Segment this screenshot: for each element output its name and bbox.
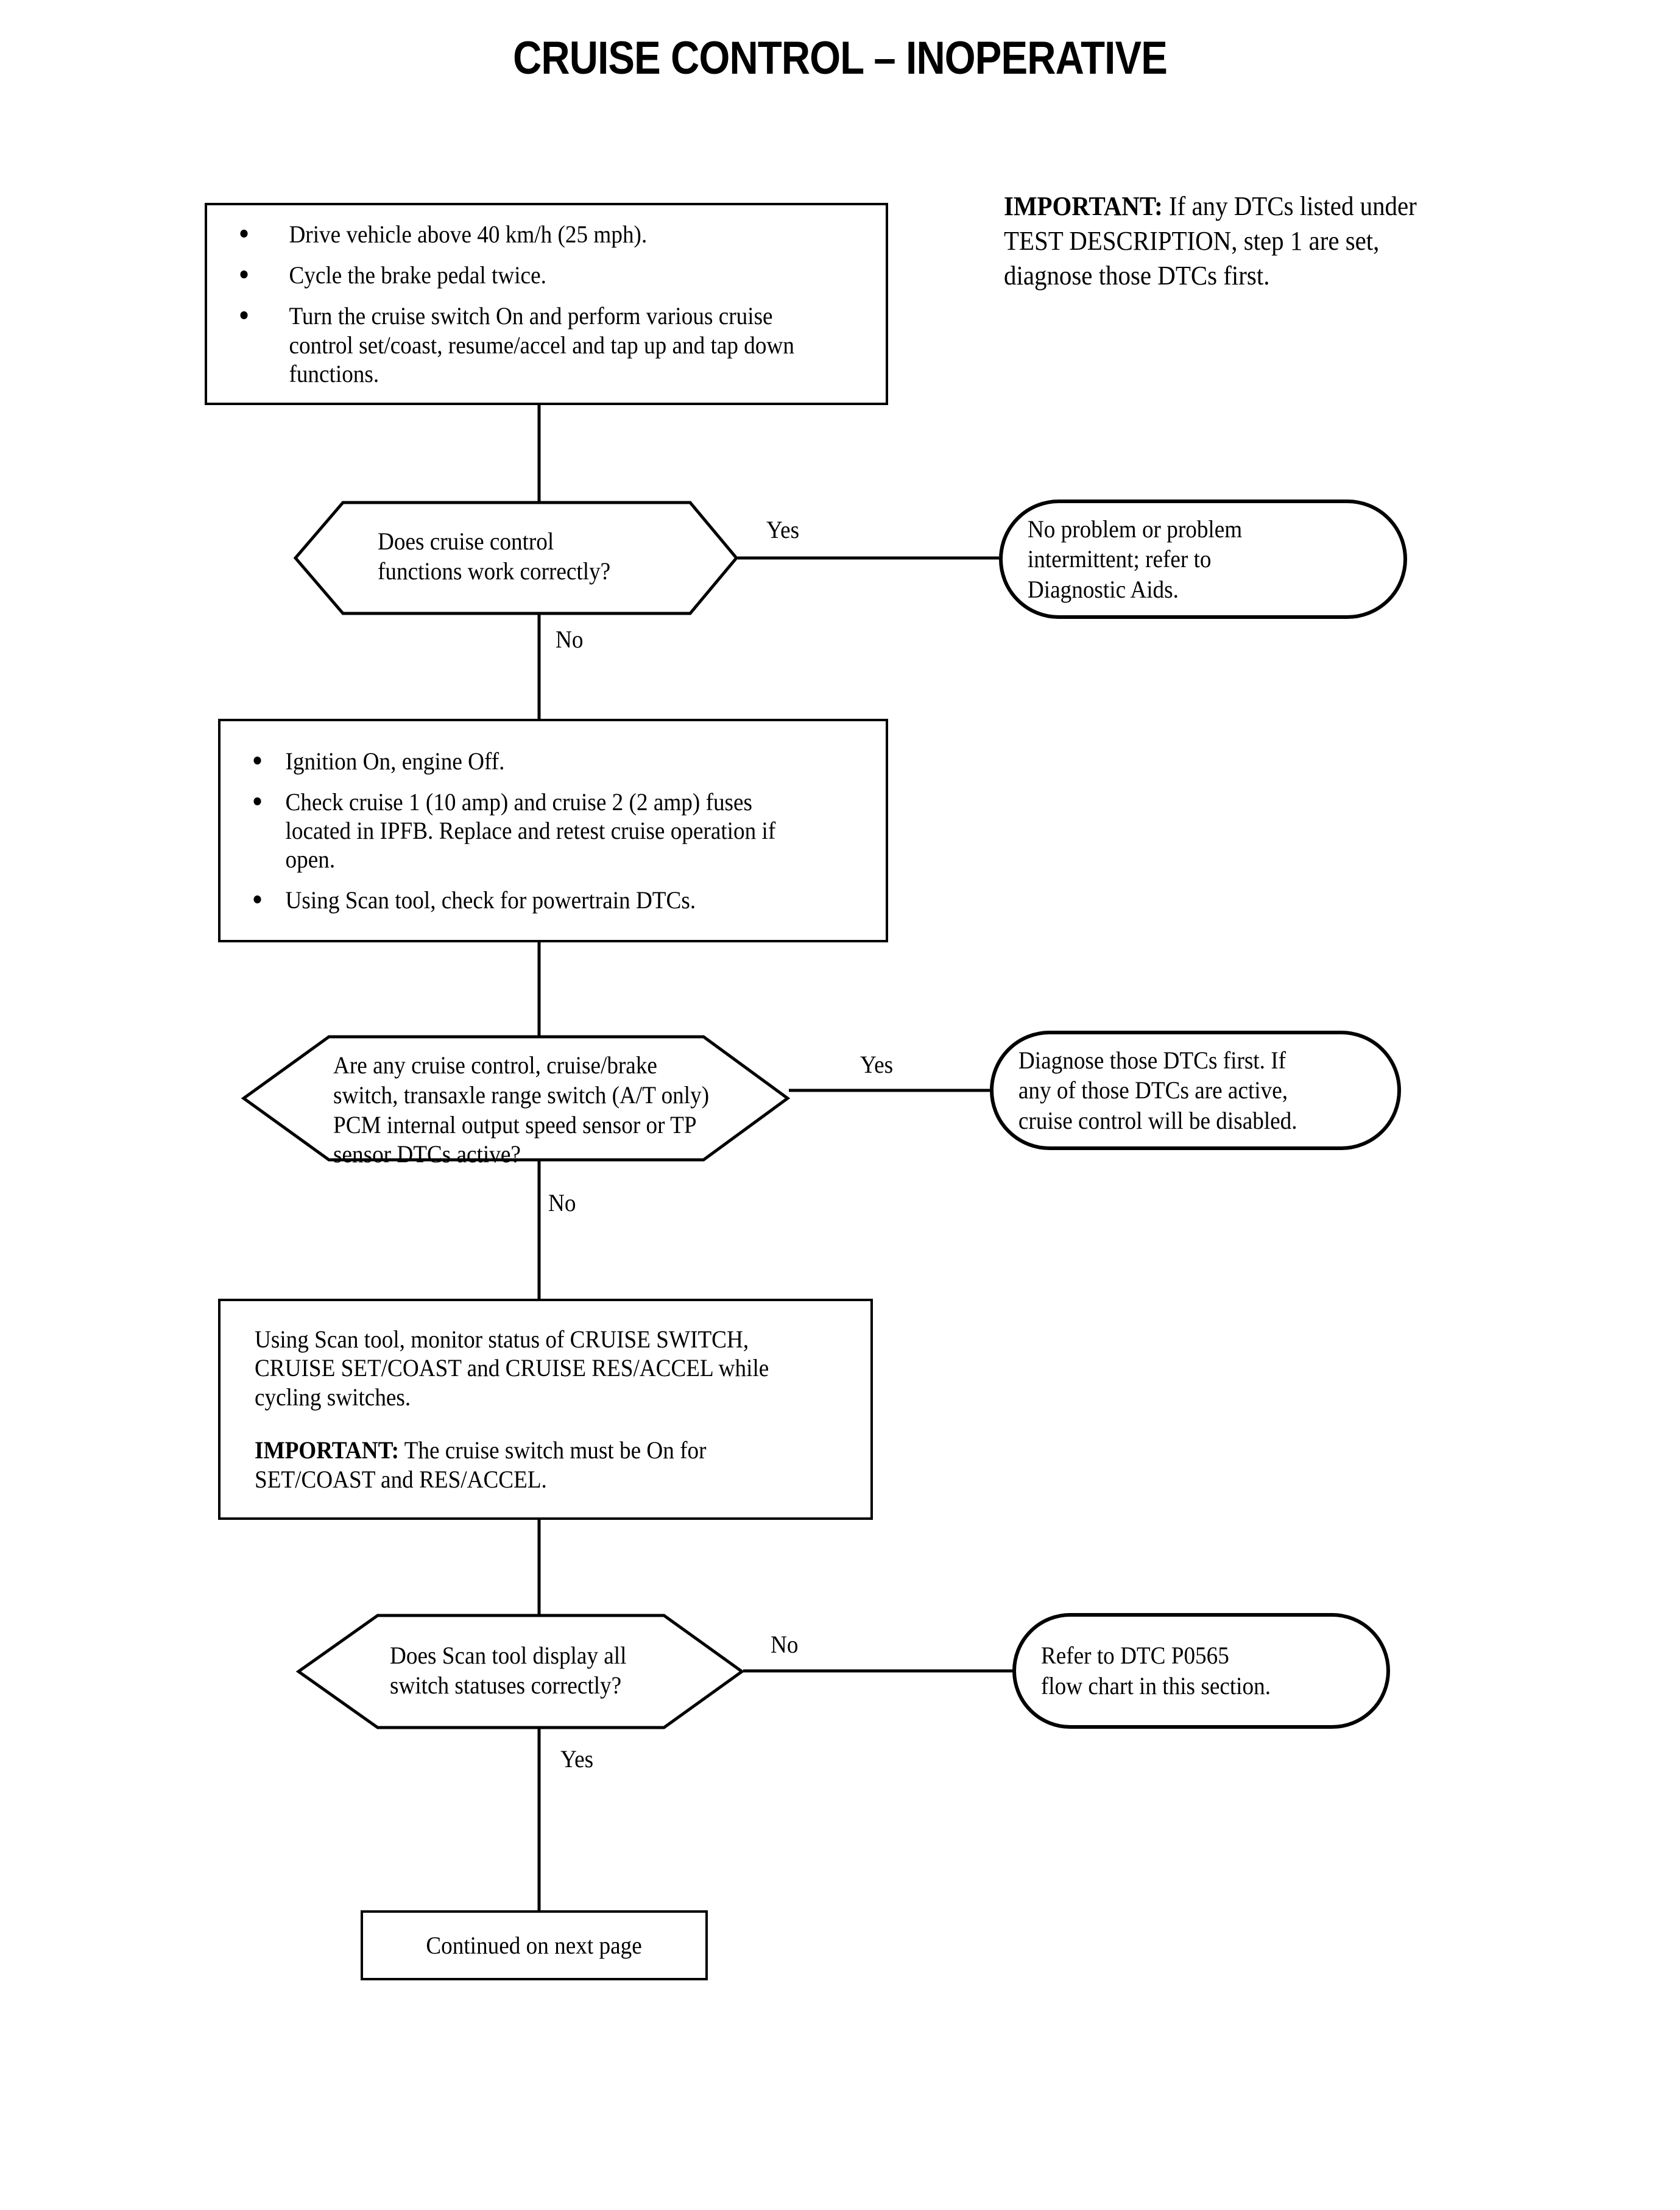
decision-node-1: Does cruise control functions work corre… [293,501,739,615]
edge-label-decision3-yes: Yes [560,1745,594,1773]
important-note-label: IMPORTANT: [1004,191,1163,221]
list-item: Using Scan tool, check for powertrain DT… [241,886,821,914]
terminator-1-text: No problem or problem intermittent; refe… [1027,515,1243,603]
list-item-text: Cycle the brake pedal twice. [289,261,546,289]
bullet-icon [253,895,261,904]
step1-bullet-list: Drive vehicle above 40 km/h (25 mph). Cy… [228,220,865,388]
list-item-text: Using Scan tool, check for powertrain DT… [285,886,696,914]
bullet-icon [253,797,261,805]
decision-3-text: Does Scan tool display all switch status… [390,1642,627,1699]
decision-node-2: Are any cruise control, cruise/brake swi… [241,1035,791,1168]
list-item: Ignition On, engine Off. [241,747,821,775]
decision-hexagon-shape [241,1035,791,1162]
continued-text: Continued on next page [426,1932,643,1959]
bullet-icon [240,230,248,238]
list-item: Check cruise 1 (10 amp) and cruise 2 (2 … [241,788,821,874]
list-item-text: Turn the cruise switch On and perform va… [289,302,794,387]
process-box-step2: Ignition On, engine Off. Check cruise 1 … [218,719,888,942]
edge-label-decision2-no: No [548,1189,576,1216]
list-item: Drive vehicle above 40 km/h (25 mph). [228,220,821,249]
edge-label-decision1-yes: Yes [766,516,800,543]
edge-label-decision1-no: No [556,626,584,653]
step3-important: IMPORTANT: The cruise switch must be On … [255,1436,796,1494]
list-item-text: Drive vehicle above 40 km/h (25 mph). [289,221,648,249]
important-note: IMPORTANT: If any DTCs listed under TEST… [1004,189,1469,294]
list-item-text: Ignition On, engine Off. [285,747,505,775]
terminator-node-1: No problem or problem intermittent; refe… [999,500,1407,619]
important-note-text: If any DTCs listed under TEST DESCRIPTIO… [1004,191,1417,291]
step3-important-text: The cruise switch must be On for SET/COA… [255,1436,707,1493]
decision-1-text: Does cruise control functions work corre… [378,528,611,585]
decision-hexagon-shape [295,1614,745,1729]
terminator-2-text: Diagnose those DTCs first. If any of tho… [1018,1046,1297,1134]
decision-node-3: Does Scan tool display all switch status… [295,1614,745,1729]
continued-box: Continued on next page [361,1910,708,1980]
step3-important-label: IMPORTANT: [255,1436,400,1464]
page-title: CRUISE CONTROL – INOPERATIVE [513,32,1168,84]
decision-hexagon-shape [293,501,739,615]
step3-paragraph: Using Scan tool, monitor status of CRUIS… [255,1325,769,1411]
terminator-3-text: Refer to DTC P0565 flow chart in this se… [1040,1642,1271,1700]
terminator-node-3: Refer to DTC P0565 flow chart in this se… [1012,1613,1390,1729]
bullet-icon [240,270,248,279]
edge-label-decision2-yes: Yes [860,1051,894,1078]
bullet-icon [240,311,248,320]
bullet-icon [253,756,261,764]
process-box-step1: Drive vehicle above 40 km/h (25 mph). Cy… [205,203,888,405]
list-item-text: Check cruise 1 (10 amp) and cruise 2 (2 … [285,788,776,874]
step2-bullet-list: Ignition On, engine Off. Check cruise 1 … [241,747,865,915]
edge-label-decision3-no: No [771,1631,799,1658]
process-box-step3: Using Scan tool, monitor status of CRUIS… [218,1299,873,1520]
list-item: Cycle the brake pedal twice. [228,261,821,289]
terminator-node-2: Diagnose those DTCs first. If any of tho… [990,1031,1401,1150]
decision-2-text: Are any cruise control, cruise/brake swi… [333,1051,710,1168]
list-item: Turn the cruise switch On and perform va… [228,302,821,388]
